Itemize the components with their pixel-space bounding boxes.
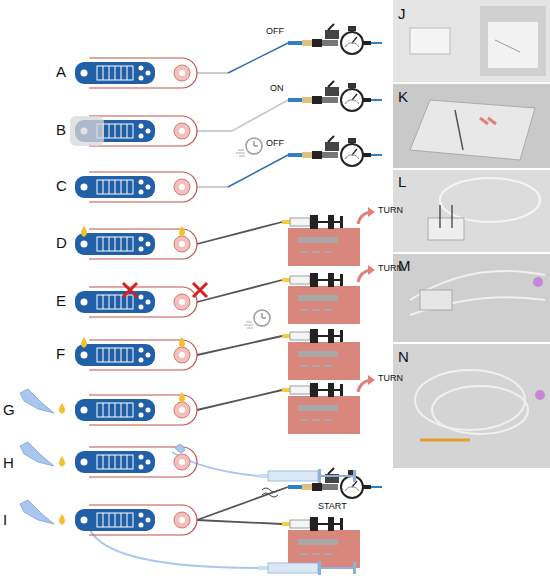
sample-drop [20,226,207,525]
microfluidic-chip [70,58,197,535]
valve-state: ON [270,84,284,93]
step-letter: H [3,455,14,470]
panel-letter: K [398,89,408,104]
photo-panel [393,0,550,468]
pump-action: TURN [378,206,403,215]
panel-letter: J [398,6,406,21]
panel-letter: L [398,174,406,189]
step-letter: I [3,512,7,527]
step-letter: C [56,178,67,193]
hand-syringe [258,469,356,575]
panel-letter: M [398,258,411,273]
step-letter: B [56,122,66,137]
step-letter: G [3,402,15,417]
step-letter: A [56,64,66,79]
step-letter: E [56,293,66,308]
step-letter: F [56,346,65,361]
panel-letter: N [398,349,409,364]
valve-state: OFF [266,139,284,148]
pump-action: START [318,502,347,511]
pump-action: TURN [378,374,403,383]
syringe-pump [282,207,375,568]
step-letter: D [56,235,67,250]
timer-icon [236,138,270,328]
valve-state: OFF [266,27,284,36]
